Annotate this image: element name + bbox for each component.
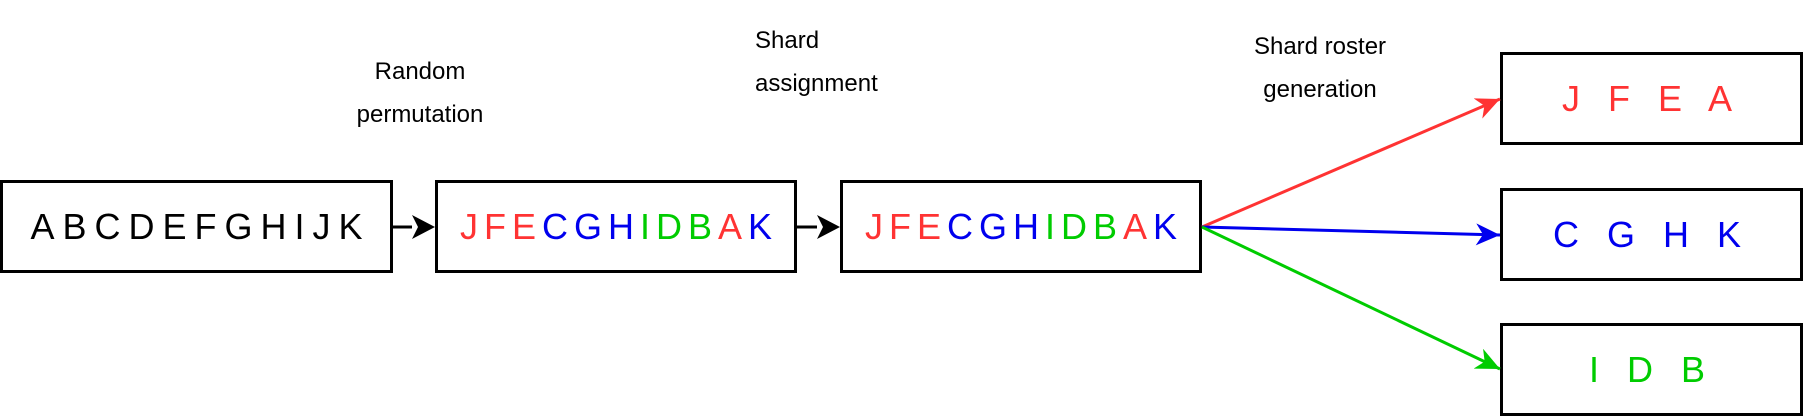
shard-box-2: C G H K [1500,188,1803,281]
input-letter: D [128,205,163,247]
arrow-to-shard-2 [1201,223,1501,246]
assigned-letter: E [916,205,947,247]
arrow-permuted-to-assigned [797,215,840,239]
label-line: Shard roster [1253,33,1387,60]
label-line: generation [1263,76,1377,103]
permuted-letter: F [483,205,512,247]
assigned-letter: H [1012,205,1045,247]
input-letter: J [312,205,339,247]
input-letter: F [194,205,225,247]
assigned-letter: I [1044,205,1061,247]
random-permutation-label: Random permutation [325,50,515,136]
input-letter: E [162,205,195,247]
input-letter: C [94,205,129,247]
assigned-letter: F [888,205,917,247]
input-letter: A [30,205,63,247]
assigned-letter: C [946,205,979,247]
permuted-letter: J [459,205,484,247]
assigned-letter: D [1061,205,1093,247]
permuted-letter: K [748,205,773,247]
shard-3-text: I D B [1588,348,1714,390]
shard-box-3: I D B [1500,323,1803,416]
assigned-letter: A [1123,205,1154,247]
input-letter: B [62,205,95,247]
assigned-letter: B [1093,205,1124,247]
input-letter: I [294,205,313,247]
shard-roster-generation-label: Shard roster generation [1225,25,1415,111]
permuted-letter: D [656,205,688,247]
shard-box-1: J F E A [1500,52,1803,145]
permuted-letter: H [607,205,640,247]
permuted-letter: B [688,205,719,247]
assigned-letter: K [1153,205,1178,247]
label-line: permutation [356,101,484,128]
assigned-letter: G [978,205,1013,247]
arrow-input-to-permuted [393,215,435,239]
label-line: assignment [755,70,878,97]
assigned-letter: J [864,205,889,247]
shard-assignment-label: Shard assignment [755,19,900,105]
label-line: Random [374,58,466,85]
label-line: Shard [755,27,820,54]
input-letter: G [224,205,261,247]
input-letter: H [260,205,295,247]
input-letter: K [338,205,363,247]
permuted-letter: I [639,205,656,247]
arrow-to-shard-1 [1201,97,1501,229]
shard-2-text: C G H K [1552,213,1750,255]
permuted-letter: C [541,205,574,247]
permuted-letter: G [573,205,608,247]
shard-1-text: J F E A [1561,77,1742,119]
permuted-letter: A [718,205,749,247]
arrow-to-shard-3 [1201,225,1501,371]
permuted-letter: E [511,205,542,247]
